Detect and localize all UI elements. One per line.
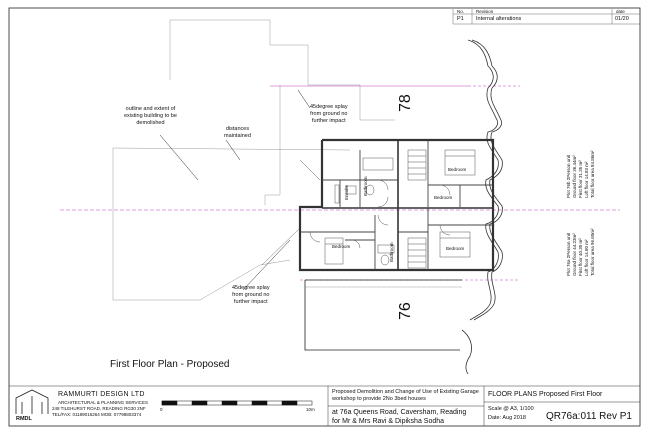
room-label-bedroom-4: Bedroom [446, 246, 465, 251]
company-logo-text: RMDL [16, 416, 32, 422]
distances-note-line-2: maintained [224, 133, 251, 139]
stairs [407, 149, 427, 269]
sanitary-fittings [334, 157, 395, 266]
logo-mark [15, 389, 49, 414]
room-label-bedroom-1: Bedroom [448, 167, 467, 172]
scale-bar-end-label: 10m [306, 407, 315, 412]
beds [324, 149, 476, 265]
company-tagline: ARCHITECTURAL & PLANNING SERVICES [58, 400, 149, 405]
scale-bar [161, 400, 313, 406]
sheet-title: FLOOR PLANS Proposed First Floor [488, 391, 603, 398]
splay-upper-line-3: further impact [312, 118, 346, 124]
revision-table-lines [452, 9, 640, 25]
outline-note-line-3: demolished [136, 120, 165, 126]
splay-note-lower: 45degree splay from ground no further im… [232, 285, 270, 306]
revision-row-no: P1 [457, 16, 464, 22]
outline-note-line-1: outline and extent of [125, 106, 176, 112]
room-label-bathroom-1: Bathroom [363, 176, 368, 196]
splay-upper-line-1: 45degree splay [310, 104, 348, 110]
internal-partitions [300, 140, 493, 270]
plot-number-78: 78 [397, 94, 414, 112]
scale-text: Scale @ A3, 1/100 [488, 406, 534, 412]
company-name: RAMMURTI DESIGN LTD [58, 391, 145, 398]
plot-number-76: 76 [397, 302, 414, 320]
company-address: 248 TILEHURST ROAD, READING RG30 2NF [52, 406, 146, 411]
existing-site-outline [112, 19, 395, 301]
outline-note: outline and extent of existing building … [124, 106, 177, 127]
area-schedule-lower: Plot 76a 2Person unit Ground floor 44.23… [566, 228, 596, 276]
area-schedule-upper: Plot 76b 2Person unit Ground floor 36.44… [566, 150, 596, 198]
splay-note-upper: 45degree splay from ground no further im… [310, 104, 348, 125]
leader-lines [159, 89, 311, 291]
date-text: Date: Aug 2018 [488, 415, 526, 421]
distances-note: distances maintained [224, 126, 251, 140]
room-label-ensuite: Ensuite [344, 184, 349, 200]
sheet-border [8, 7, 641, 427]
area-upper-line-4: Total floor area 84.86m² [590, 150, 595, 198]
distances-note-line-1: distances [225, 126, 250, 132]
drawing-title: First Floor Plan - Proposed [110, 359, 230, 370]
splay-lower-line-1: 45degree splay [232, 285, 270, 291]
splay-upper-line-2: from ground no [310, 111, 348, 117]
revision-row-date: 01/20 [615, 16, 629, 22]
splay-lines [261, 159, 321, 266]
room-label-bathroom-2: Bathroom [389, 242, 394, 262]
revision-row-text: Internal alterations [476, 16, 522, 22]
party-wall [322, 140, 493, 270]
revision-header-revision: Revision [476, 9, 494, 14]
scale-bar-start-label: 0 [160, 407, 163, 412]
splay-lower-line-2: from ground no [232, 292, 270, 298]
area-lower-line-4: Total floor area 96.60m² [590, 228, 595, 276]
room-label-bedroom-3: Bedroom [332, 244, 351, 249]
house-walls [298, 138, 495, 272]
revision-header-no: No. [457, 9, 465, 14]
splay-lower-line-3: further impact [234, 299, 268, 305]
project-address: at 76a Queens Road, Caversham, Reading [332, 409, 467, 416]
revision-header-date: date [616, 9, 625, 14]
room-label-bedroom-2: Bedroom [434, 195, 453, 200]
title-block-lines [9, 385, 640, 426]
project-line-2: workshop to provide 2No 3bed houses [332, 396, 426, 402]
plot-76-boundary [304, 279, 462, 351]
project-client: for Mr & Mrs Ravi & Dipiksha Sodha [332, 418, 445, 425]
outline-note-line-2: existing building to be [124, 113, 177, 119]
company-contact: TEL/FAX: 01189016264 MOB: 07798803374 [52, 412, 142, 417]
project-line-1: Proposed Demolition and Change of Use of… [332, 389, 479, 395]
bay-windows [461, 39, 503, 375]
drawing-number: QR76a:011 Rev P1 [546, 411, 632, 422]
